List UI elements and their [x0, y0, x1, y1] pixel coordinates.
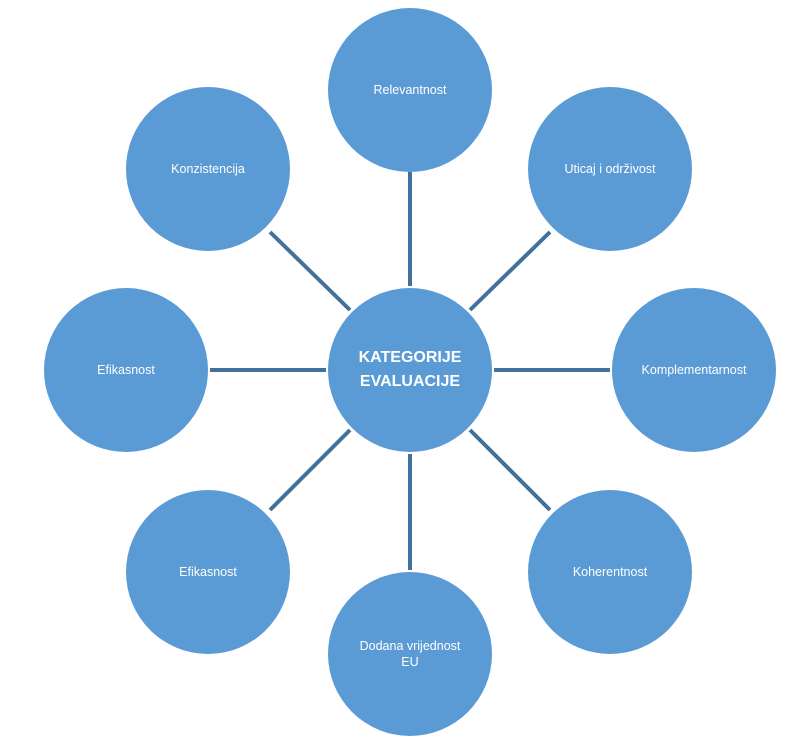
node-relevantnost: Relevantnost	[328, 8, 492, 172]
node-komplementarnost: Komplementarnost	[612, 288, 776, 452]
center-node: KATEGORIJE EVALUACIJE	[328, 288, 492, 452]
node-label: Uticaj i održivost	[564, 162, 656, 176]
connector-top-left	[268, 230, 352, 312]
node-label: Koherentnost	[572, 565, 648, 579]
connector-bottom-right	[468, 428, 552, 512]
node-label-line2: EU	[401, 655, 419, 669]
node-label: Efikasnost	[97, 363, 155, 377]
node-efikasnost-bottom: Efikasnost	[126, 490, 290, 654]
node-uticaj-odrzivost: Uticaj i održivost	[528, 87, 692, 251]
connector-top-right	[468, 230, 552, 312]
node-koherentnost: Koherentnost	[528, 490, 692, 654]
node-label: Relevantnost	[373, 83, 447, 97]
node-label: Konzistencija	[171, 162, 245, 176]
node-label: Komplementarnost	[641, 363, 747, 377]
node-label: Dodana vrijednost	[359, 639, 461, 653]
connector-bottom-left	[268, 428, 352, 512]
center-label-line2: EVALUACIJE	[359, 373, 461, 390]
node-label: Efikasnost	[179, 565, 237, 579]
center-label-line1: KATEGORIJE	[358, 349, 462, 366]
node-efikasnost-left: Efikasnost	[44, 288, 208, 452]
node-konzistencija: Konzistencija	[126, 87, 290, 251]
